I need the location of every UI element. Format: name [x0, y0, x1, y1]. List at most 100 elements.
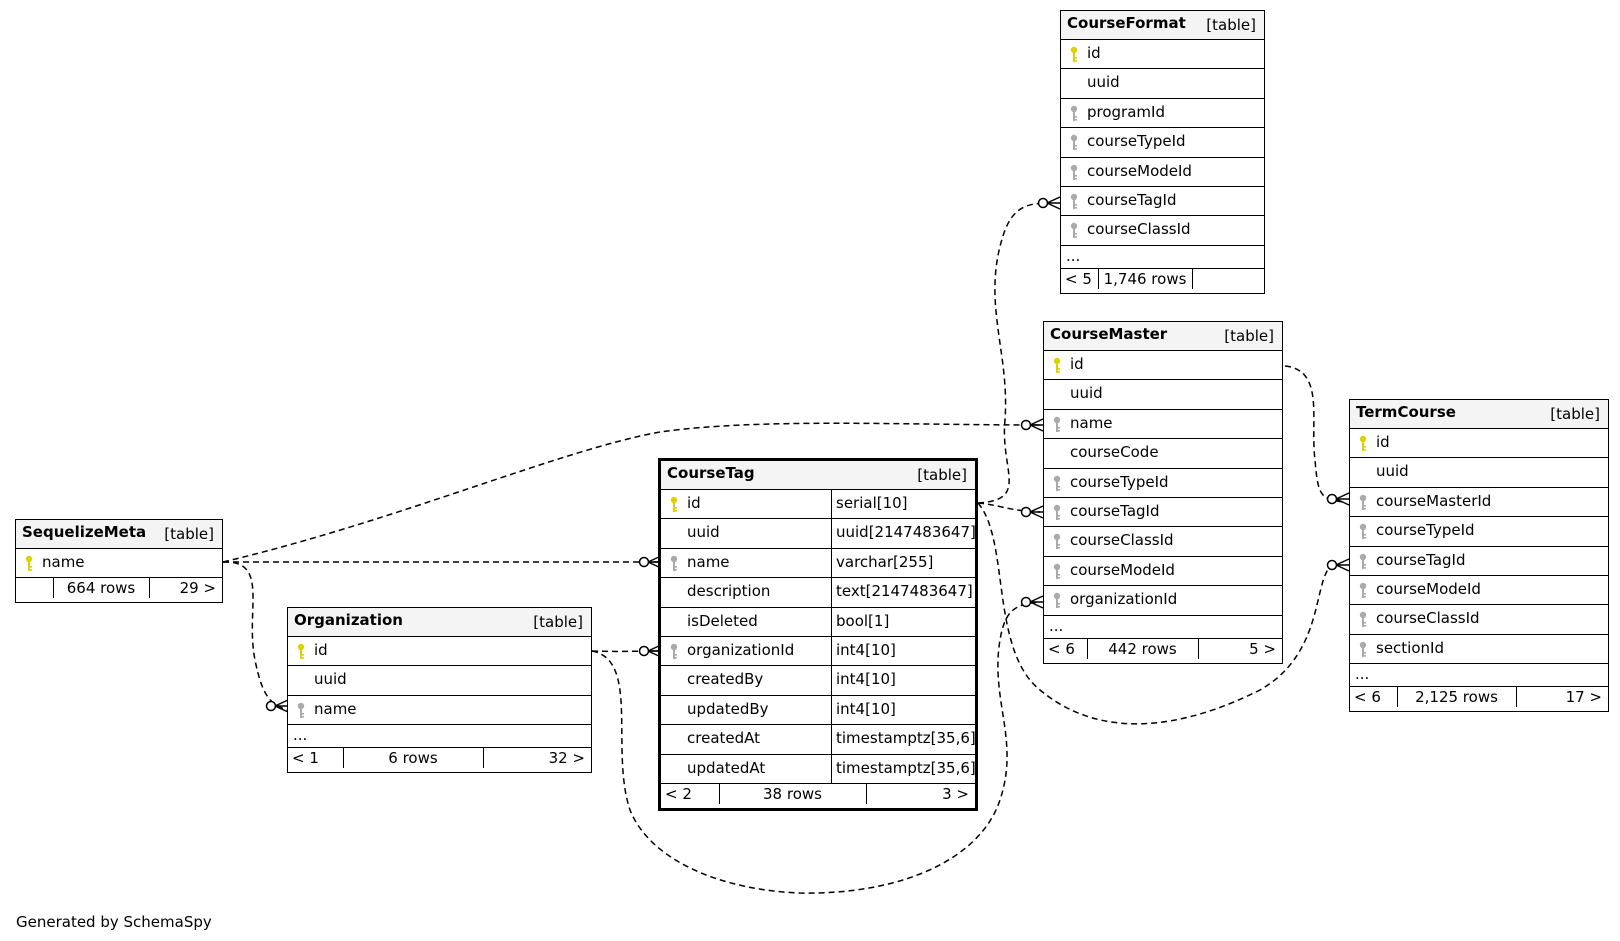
table-type: [table] [1206, 16, 1256, 34]
edge-organization-coursemaster [591, 601, 1041, 894]
column-row[interactable]: courseClassId [1350, 605, 1608, 635]
footer-divider [866, 783, 867, 804]
generated-by-label: Generated by SchemaSpy [16, 913, 212, 931]
column-name: courseModeId [1376, 579, 1481, 598]
column-type: timestamptz[35,6] [836, 758, 976, 777]
footer-divider [1397, 687, 1398, 708]
row-count: 38 rows [763, 784, 822, 803]
parents-link[interactable]: < 6 [1354, 688, 1381, 707]
foreign-key-icon [1052, 592, 1062, 610]
table-header[interactable]: Organization[table] [288, 608, 591, 637]
table-header[interactable]: CourseTag[table] [661, 461, 975, 490]
parents-link[interactable]: < 1 [292, 749, 319, 768]
column-name: id [314, 641, 328, 659]
column-row[interactable]: id [1061, 40, 1264, 70]
column-row[interactable]: courseTagId [1044, 498, 1282, 528]
more-columns-row[interactable]: ... [1044, 616, 1282, 639]
children-link[interactable]: 5 > [1249, 639, 1276, 658]
column-row[interactable]: courseClassId [1044, 527, 1282, 557]
column-row[interactable]: uuid [1350, 458, 1608, 488]
foreign-key-icon [669, 643, 679, 661]
column-type: bool[1] [836, 611, 890, 630]
column-row[interactable]: uuid [288, 666, 591, 696]
table-type: [table] [1550, 405, 1600, 423]
foreign-key-icon [1358, 494, 1368, 512]
column-row[interactable]: name [1044, 410, 1282, 440]
column-row[interactable]: uuid [1044, 380, 1282, 410]
column-name: isDeleted [687, 611, 758, 630]
column-row[interactable]: id [288, 637, 591, 667]
children-link[interactable]: 29 > [179, 579, 216, 598]
column-row[interactable]: uuid [1061, 69, 1264, 99]
table-name: CourseTag [667, 464, 755, 482]
column-row[interactable]: courseTypeId [1061, 128, 1264, 158]
parents-link[interactable]: < 5 [1065, 269, 1092, 288]
footer-divider [1192, 268, 1193, 289]
table-header[interactable]: CourseFormat[table] [1061, 11, 1264, 40]
column-name: courseCode [1070, 443, 1159, 462]
column-type: uuid[2147483647] [836, 523, 976, 542]
more-columns-label: ... [1049, 616, 1064, 635]
children-link[interactable]: 3 > [942, 784, 969, 803]
column-name: courseTagId [1376, 550, 1466, 569]
column-row[interactable]: courseCode [1044, 439, 1282, 469]
column-row[interactable]: organizationId [1044, 586, 1282, 616]
column-row[interactable]: isDeleted bool[1] [661, 607, 975, 637]
column-name: createdAt [687, 729, 761, 748]
column-divider [831, 607, 832, 636]
edge-sequelizemeta-organization [222, 561, 289, 711]
column-row[interactable]: courseTagId [1350, 547, 1608, 576]
column-row[interactable]: programId [1061, 99, 1264, 129]
column-row[interactable]: id [1350, 429, 1608, 459]
primary-key-icon [24, 555, 34, 573]
crowfoot-courseformat-coursetagid [1037, 196, 1061, 210]
table-header[interactable]: SequelizeMeta[table] [16, 520, 222, 549]
column-row[interactable]: name varchar[255] [661, 548, 975, 579]
column-name: updatedBy [687, 699, 769, 718]
column-row[interactable]: name [16, 549, 222, 579]
parents-link[interactable]: < 2 [665, 784, 692, 803]
column-row[interactable]: courseTypeId [1350, 517, 1608, 547]
column-type: varchar[255] [836, 552, 934, 571]
column-row[interactable]: courseModeId [1044, 557, 1282, 587]
column-row[interactable]: courseMasterId [1350, 488, 1608, 518]
more-columns-row[interactable]: ... [288, 725, 591, 749]
children-link[interactable]: 32 > [548, 749, 585, 768]
column-name: courseClassId [1376, 609, 1480, 628]
foreign-key-icon [1358, 641, 1368, 659]
children-link[interactable]: 17 > [1565, 688, 1602, 707]
column-name: name [687, 552, 730, 571]
crowfoot-coursemaster-organizationid [1020, 595, 1044, 609]
column-row[interactable]: name [288, 696, 591, 726]
column-row[interactable]: courseModeId [1061, 158, 1264, 187]
table-header[interactable]: CourseMaster[table] [1044, 322, 1282, 351]
column-row[interactable]: courseModeId [1350, 576, 1608, 606]
column-row[interactable]: courseClassId [1061, 216, 1264, 246]
foreign-key-icon [1069, 134, 1079, 152]
table-header[interactable]: TermCourse[table] [1350, 400, 1608, 429]
column-row[interactable]: sectionId [1350, 635, 1608, 665]
column-name: organizationId [1070, 590, 1178, 609]
column-row[interactable]: courseTypeId [1044, 469, 1282, 498]
primary-key-icon [1052, 357, 1062, 375]
column-row[interactable]: id [1044, 351, 1282, 381]
more-columns-row[interactable]: ... [1061, 246, 1264, 269]
parents-link[interactable]: < 6 [1048, 639, 1075, 658]
more-columns-row[interactable]: ... [1350, 664, 1608, 688]
column-row[interactable]: courseTagId [1061, 187, 1264, 217]
